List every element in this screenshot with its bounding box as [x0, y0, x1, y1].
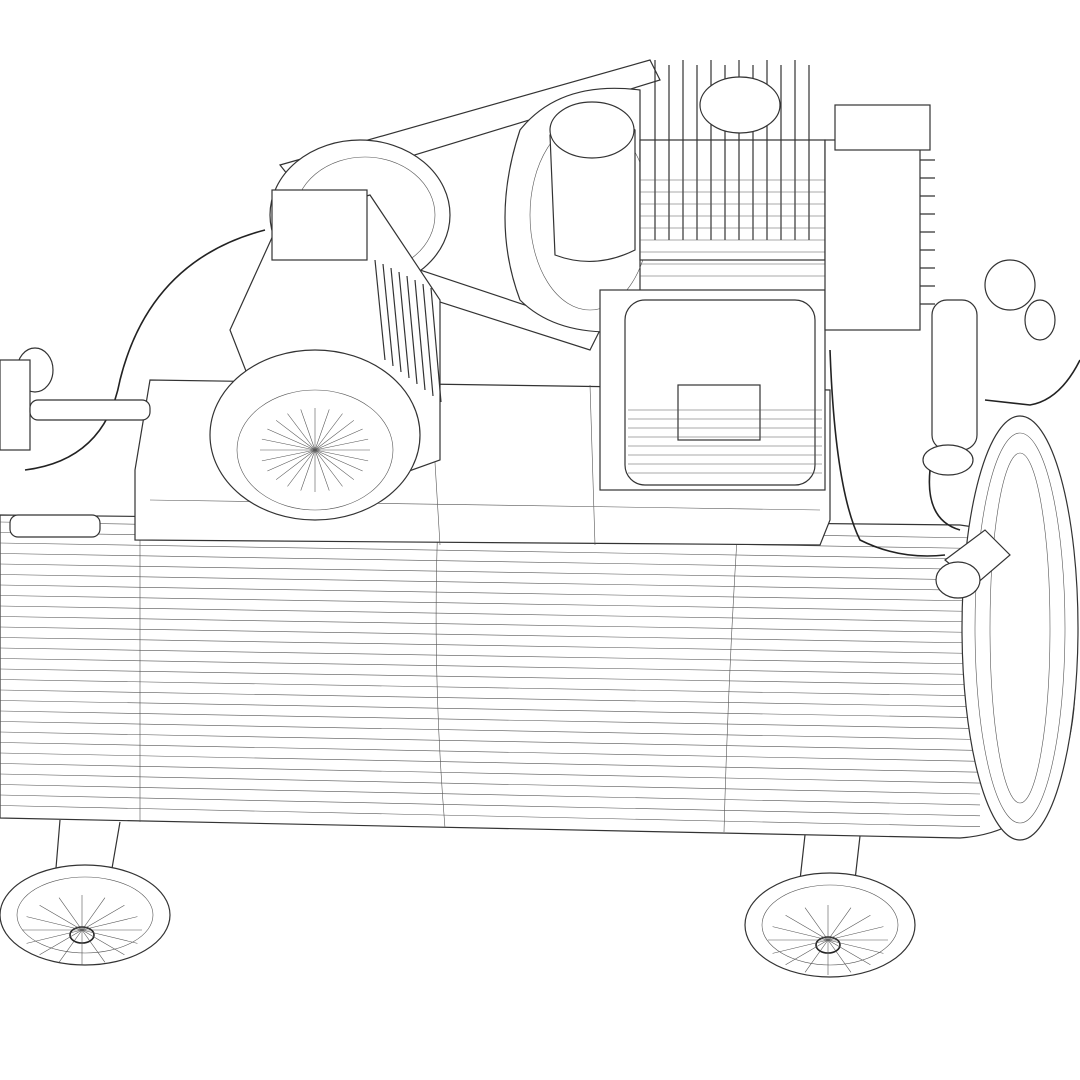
wire-line	[0, 616, 981, 633]
wire-line	[0, 542, 981, 560]
fan-ray	[314, 449, 343, 487]
wire-line	[0, 668, 981, 686]
wheel-spoke	[58, 897, 83, 931]
wire-line	[0, 794, 981, 817]
fan-ray	[261, 449, 316, 462]
fan-ray	[275, 420, 316, 451]
wheel-right	[744, 834, 916, 978]
fan-ray	[314, 428, 363, 451]
wire-line	[0, 626, 981, 644]
fan-ray	[314, 413, 343, 451]
wheel-spoke	[785, 939, 829, 966]
fan-ray	[314, 449, 355, 480]
wire-line	[0, 574, 981, 591]
motor-fin	[430, 287, 442, 403]
wheel-spoke	[81, 897, 106, 931]
wheel-spoke	[804, 907, 829, 941]
fan-ray	[314, 449, 363, 472]
wire-line	[0, 710, 981, 729]
wire-line	[0, 647, 981, 665]
wire-line	[0, 595, 981, 612]
hoses	[24, 229, 1080, 557]
wire-line	[0, 805, 981, 827]
fan-ray	[287, 449, 316, 487]
wheel-spoke	[785, 914, 829, 941]
electric-motor	[209, 189, 442, 521]
fan-ray	[314, 420, 355, 451]
wheel-spoke	[26, 916, 83, 931]
wheel-spoke	[827, 914, 871, 941]
wheel-spoke	[804, 939, 829, 973]
motor-fin	[382, 263, 394, 367]
motor-fin	[422, 283, 434, 397]
wheel-spoke	[81, 929, 125, 956]
wheel-spoke	[81, 916, 138, 931]
wheel-spoke	[39, 904, 83, 931]
wheel-spoke	[39, 929, 83, 956]
air-filter	[549, 101, 636, 262]
motor-fin	[374, 259, 386, 361]
fan-ray	[267, 428, 316, 451]
wheel-spoke	[827, 939, 852, 973]
motor-fin	[390, 267, 402, 373]
motor-fin	[398, 271, 410, 379]
compressor-pump	[599, 60, 935, 491]
air-tank	[0, 415, 1079, 841]
wheel-spoke	[58, 929, 83, 963]
wheel-spoke	[827, 939, 884, 954]
wire-line	[0, 721, 981, 740]
wheel-spoke	[827, 907, 852, 941]
fan-ray	[314, 449, 330, 491]
wire-line	[0, 689, 981, 708]
wheel-spoke	[81, 929, 138, 944]
fan-ray	[261, 438, 316, 451]
wire-line	[0, 773, 981, 795]
wire-line	[0, 605, 981, 623]
fan-ray	[275, 449, 316, 480]
wheel-spoke	[827, 939, 871, 966]
wheel-spoke	[81, 929, 106, 963]
wire-line	[0, 752, 981, 773]
left-gauge	[0, 347, 151, 538]
wire-line	[0, 584, 981, 602]
fan-ray	[314, 409, 330, 451]
wheel-spoke	[26, 929, 83, 944]
wire-line	[0, 553, 981, 570]
tank-end-cap	[961, 415, 1079, 841]
wheel-left	[0, 819, 171, 966]
fan-ray	[267, 449, 316, 472]
fan-ray	[300, 409, 316, 451]
wheel-spoke	[772, 939, 829, 954]
fan-ray	[314, 438, 369, 451]
wire-line	[0, 742, 981, 762]
wire-line	[0, 563, 981, 581]
motor-fin	[406, 275, 418, 385]
wire-line	[0, 637, 981, 654]
wire-line	[0, 679, 981, 697]
cylinder-cap	[699, 76, 781, 134]
wire-line	[0, 731, 981, 751]
wire-line	[0, 658, 981, 675]
motor-fin	[414, 279, 426, 391]
wheel-spoke	[81, 904, 125, 931]
fan-ray	[287, 413, 316, 451]
wheel-spoke	[772, 926, 829, 941]
wire-line	[0, 763, 981, 784]
wire-line	[0, 700, 981, 718]
fan-ray	[314, 449, 369, 462]
pressure-regulator	[922, 259, 1056, 599]
fan-ray	[300, 449, 316, 491]
wire-line	[0, 784, 981, 806]
wheel-spoke	[827, 926, 884, 941]
